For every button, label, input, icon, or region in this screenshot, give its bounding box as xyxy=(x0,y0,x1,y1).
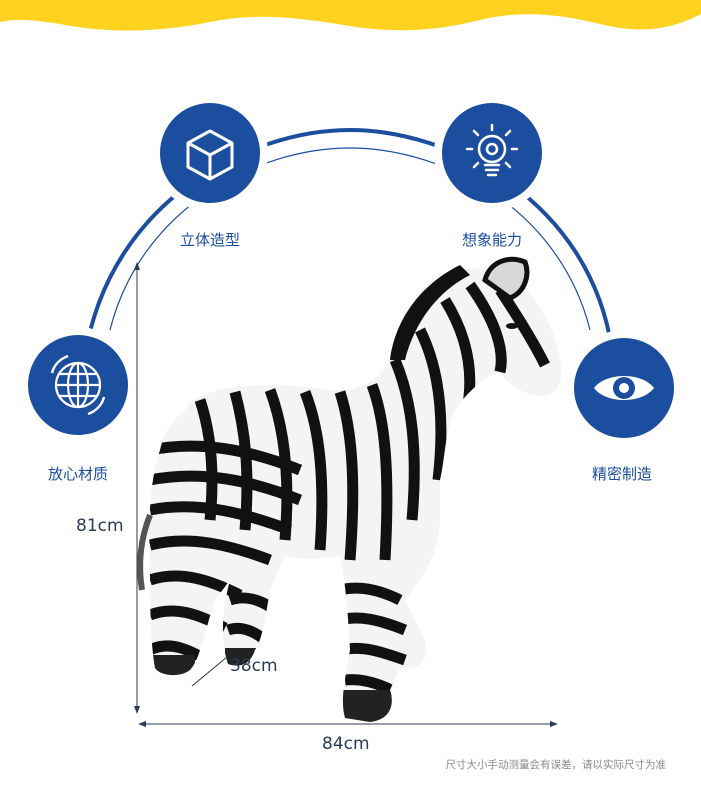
globe-icon xyxy=(50,354,106,416)
top-wave-band xyxy=(0,0,701,31)
measurement-disclaimer: 尺寸大小手动测量会有误差，请以实际尺寸为准 xyxy=(445,759,667,771)
feature-label-imagination: 想象能力 xyxy=(461,231,523,249)
width-dimension-label: 84cm xyxy=(322,734,370,754)
feature-label-cube: 立体造型 xyxy=(179,231,241,249)
lightbulb-gear-icon xyxy=(465,123,519,177)
depth-dimension-label: 38cm xyxy=(230,656,278,676)
feature-label-precision: 精密制造 xyxy=(591,465,653,483)
cube-icon xyxy=(186,129,234,181)
feature-label-material: 放心材质 xyxy=(47,465,109,483)
feature-circle-imagination xyxy=(434,95,550,211)
feature-circle-precision xyxy=(566,330,682,446)
feature-circle-cube xyxy=(152,95,268,211)
feature-circle-material xyxy=(20,327,136,443)
eye-icon xyxy=(594,376,654,400)
height-dimension-label: 81cm xyxy=(76,516,124,536)
